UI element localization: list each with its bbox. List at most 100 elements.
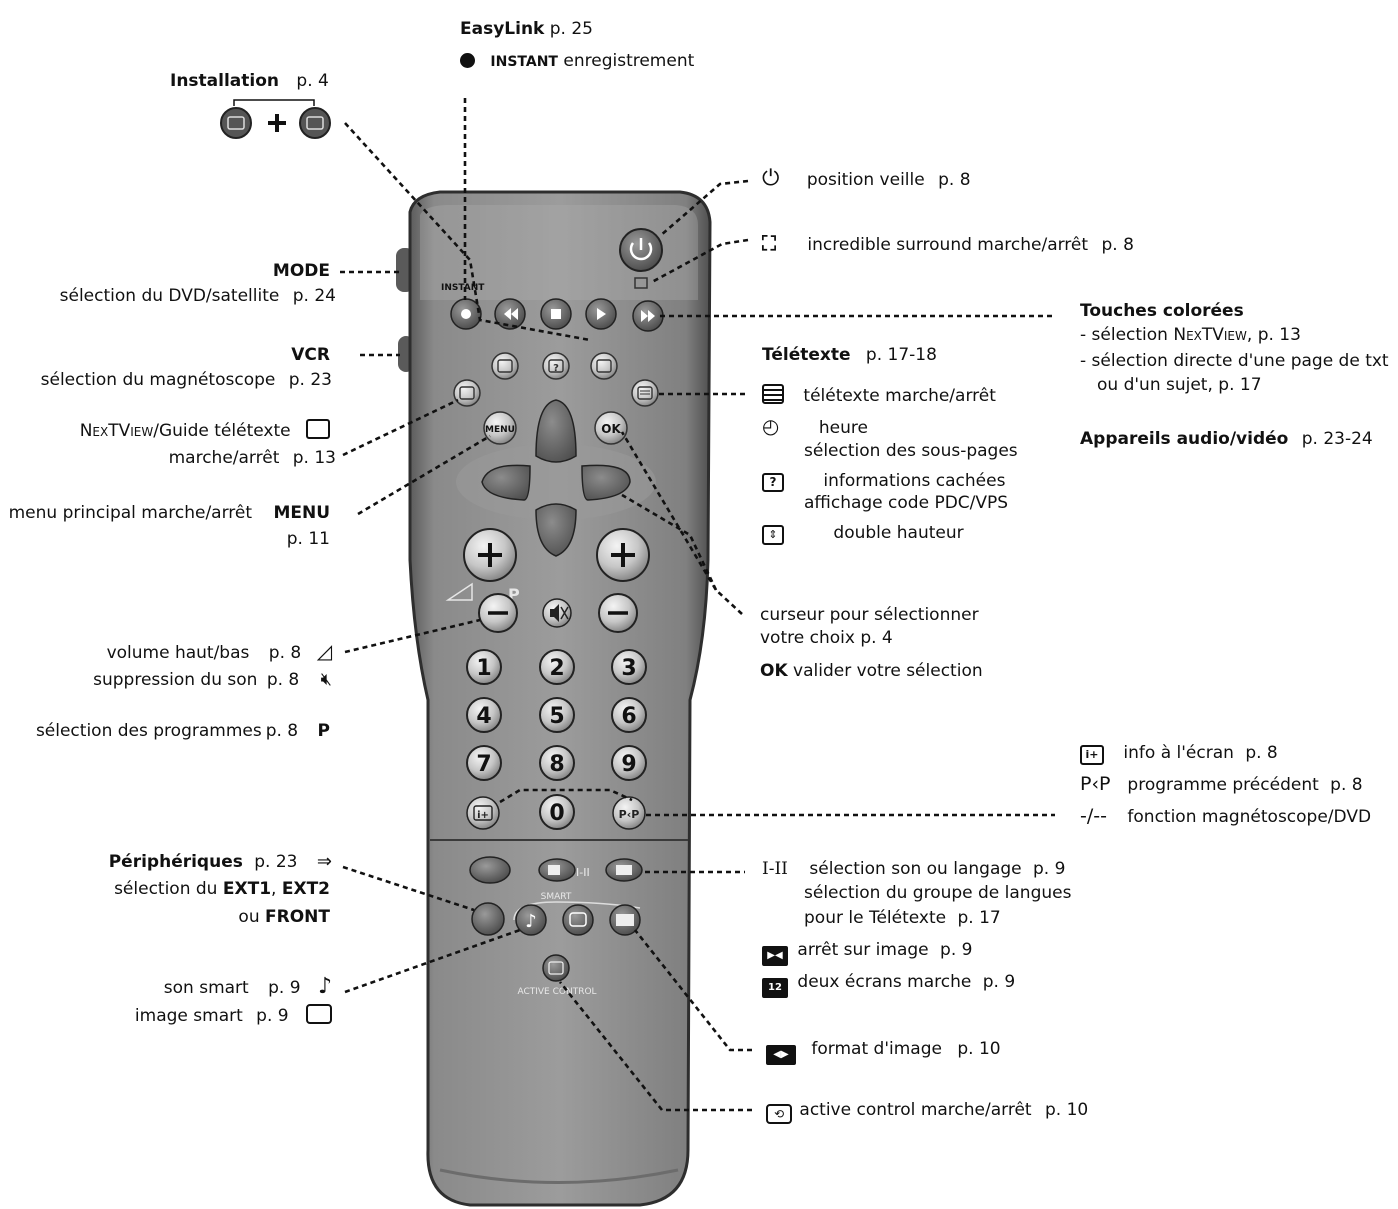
input-arrow-icon: ⇒ — [316, 851, 332, 872]
ok-button-label: OK — [601, 422, 621, 436]
ok-title: OK — [760, 661, 788, 681]
digit-6-label: 6 — [621, 704, 636, 729]
svg-text:♪: ♪ — [525, 911, 537, 932]
cursor-right[interactable] — [581, 464, 631, 501]
programs-page: p. 8 — [265, 721, 299, 741]
prev-prog-label: P‹P programme précédent p. 8 — [1080, 773, 1363, 796]
per-ext2: EXT2 — [281, 879, 330, 899]
digit-1-button[interactable]: 1 — [466, 649, 502, 685]
prev-program-button[interactable]: P‹P — [612, 796, 646, 830]
active-control-button[interactable] — [542, 954, 570, 982]
instant-rest: enregistrement — [563, 51, 695, 71]
mute-page: p. 8 — [266, 670, 300, 690]
instant-record-label: INSTANT enregistrement — [460, 50, 694, 73]
peripherals-button[interactable] — [471, 902, 505, 936]
dual-screen-icon: 12 — [762, 978, 788, 998]
cursor-line2: votre choix p. 4 — [760, 627, 893, 649]
audio-video-title: Appareils audio/vidéo — [1080, 429, 1289, 449]
program-down-button[interactable] — [598, 593, 638, 633]
vcr-desc-text: sélection du magnétoscope — [40, 370, 276, 390]
program-up-button[interactable] — [596, 528, 650, 582]
standby-text: position veille — [806, 170, 925, 190]
cursor-up[interactable] — [535, 399, 577, 463]
digit-4-button[interactable]: 4 — [466, 697, 502, 733]
smart-image-text: image smart — [134, 1006, 243, 1026]
stop-button[interactable] — [540, 298, 572, 330]
digit-6-button[interactable]: 6 — [611, 697, 647, 733]
clock-button[interactable] — [491, 352, 519, 380]
info-text: info à l'écran — [1123, 743, 1234, 763]
picture-format-button[interactable] — [609, 904, 641, 936]
active-control-icon: ⟲ — [766, 1104, 792, 1124]
volume-up-button[interactable] — [463, 528, 517, 582]
per-front: FRONT — [265, 907, 330, 927]
info-label: i+ info à l'écran p. 8 — [1080, 742, 1278, 765]
teletext-button[interactable] — [631, 379, 659, 407]
dual-screen-button[interactable] — [605, 858, 643, 882]
digit-8-button[interactable]: 8 — [539, 745, 575, 781]
cursor-pad[interactable] — [456, 399, 656, 557]
dual-screen-color-button[interactable] — [469, 856, 511, 884]
sound-lang-label: I-II sélection son ou langage p. 9 — [762, 858, 1065, 880]
digit-2-label: 2 — [549, 656, 564, 681]
teletext-subpages: sélection des sous-pages — [804, 441, 1018, 461]
ck-line1-post: , p. 13 — [1246, 325, 1301, 345]
sound-lang-page3: p. 17 — [957, 908, 1001, 928]
digit-2-button[interactable]: 2 — [539, 649, 575, 685]
digit-4-label: 4 — [476, 704, 491, 729]
mute-label: suppression du son p. 8 🔇︎ — [93, 669, 332, 691]
surround-icon: ⛶ — [762, 231, 776, 255]
leader-standby — [659, 179, 749, 237]
teletext-pdc: affichage code PDC/VPS — [804, 493, 1009, 513]
sound-language-button[interactable]: I-II — [538, 858, 590, 882]
play-button[interactable] — [585, 298, 617, 330]
mute-button[interactable] — [542, 598, 572, 628]
prev-prog-text: programme précédent — [1127, 775, 1319, 795]
digit-0-button[interactable]: 0 — [539, 794, 575, 830]
cursor-down[interactable] — [535, 503, 577, 557]
teletext-time-text: heure — [818, 418, 868, 438]
fast-forward-button[interactable] — [632, 300, 664, 332]
leader-nextview — [342, 398, 459, 457]
info-button[interactable]: i+ — [466, 796, 500, 830]
volume-label: volume haut/bas p. 8 ◿ — [107, 640, 332, 664]
nextview-line2: marche/arrêt p. 13 — [169, 447, 336, 469]
nextview-page: p. 13 — [292, 448, 336, 468]
standby-label: ⏻ position veille p. 8 — [762, 168, 971, 191]
volume-down-button[interactable] — [478, 593, 518, 633]
ck-line1-brand: NexTView — [1173, 325, 1247, 345]
peripherals-line3: ou FRONT — [238, 906, 330, 928]
digit-8-label: 8 — [549, 752, 564, 777]
double-height-button[interactable] — [590, 352, 618, 380]
leader-active-control — [558, 981, 752, 1112]
digit-7-button[interactable]: 7 — [466, 745, 502, 781]
mode-title: MODE — [272, 261, 330, 281]
menu-button[interactable]: MENU — [483, 411, 517, 445]
nextview-button[interactable] — [453, 379, 481, 407]
easylink-label: EasyLink p. 25 — [460, 18, 593, 40]
nextview-rest: /Guide télétexte — [153, 421, 291, 441]
smart-image-button[interactable] — [562, 904, 594, 936]
cursor-left[interactable] — [481, 464, 531, 501]
screen-icon — [306, 1004, 332, 1024]
ok-button[interactable]: OK — [594, 411, 628, 445]
digit-9-button[interactable]: 9 — [611, 745, 647, 781]
teletext-onoff: télétexte marche/arrêt — [762, 384, 996, 407]
rewind-button[interactable] — [494, 298, 526, 330]
digit-5-button[interactable]: 5 — [539, 697, 575, 733]
nextview-brand: NexTView — [79, 421, 154, 441]
volume-ramp-icon: ◿ — [316, 639, 332, 663]
peripherals-label: Périphériques p. 23 ⇒ — [109, 851, 332, 873]
digit-3-button[interactable]: 3 — [611, 649, 647, 685]
leader-cursor — [620, 431, 743, 615]
programs-letter: P — [317, 721, 330, 741]
ck-line3-page: p. 17 — [1218, 375, 1262, 395]
surround-page: p. 8 — [1101, 235, 1134, 255]
clock-icon: ◴ — [762, 414, 780, 438]
smart-sound-button[interactable]: ♪ — [515, 904, 547, 936]
menu-button-label: MENU — [485, 425, 515, 435]
format-page: p. 10 — [957, 1039, 1001, 1059]
reveal-button[interactable]: ? — [542, 352, 570, 380]
power-icon: ⏻ — [762, 166, 780, 191]
